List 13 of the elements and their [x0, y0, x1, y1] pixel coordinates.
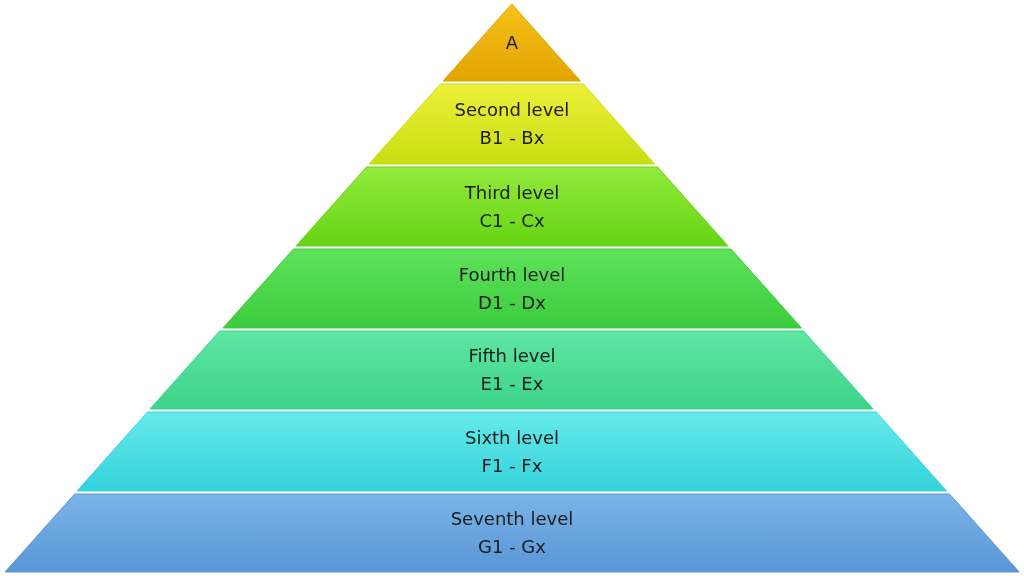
level-range: B1 - Bx — [479, 128, 545, 148]
level-title: Second level — [454, 100, 570, 120]
level-range: C1 - Cx — [479, 210, 545, 231]
level-title: A — [505, 32, 519, 53]
level-range: E1 - Ex — [480, 374, 544, 394]
level-range: D1 - Dx — [478, 292, 546, 313]
level-title: Fourth level — [458, 264, 566, 285]
level-range: F1 - Fx — [481, 455, 543, 476]
level-range: G1 - Gx — [478, 537, 546, 557]
level-title: Sixth level — [464, 427, 560, 448]
level-title: Fifth level — [468, 346, 556, 366]
level-title: Seventh level — [450, 509, 574, 529]
level-title: Third level — [464, 182, 560, 203]
